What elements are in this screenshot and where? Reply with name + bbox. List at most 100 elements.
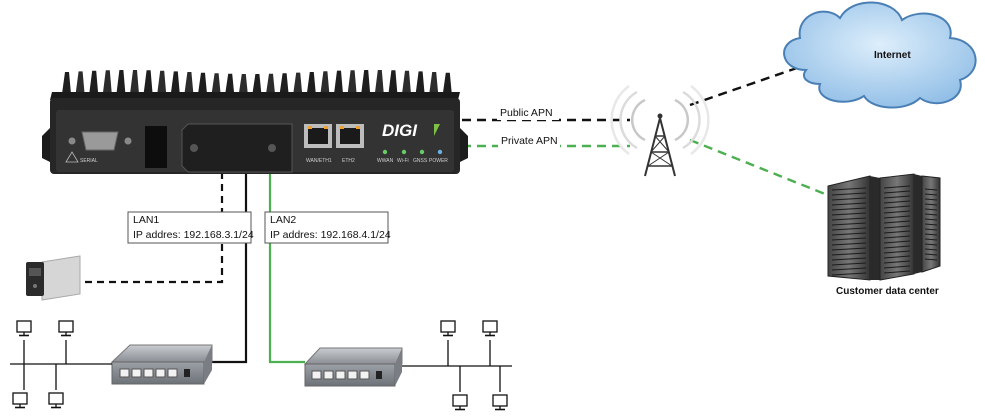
power-label: POWER [429, 158, 448, 164]
rack-slot [883, 215, 911, 219]
card-reader-icon [26, 255, 81, 301]
rack-slot [924, 253, 938, 256]
lan1-name: LAN1 [133, 214, 159, 226]
heatsink-fin [225, 73, 235, 94]
switch-port [335, 370, 346, 380]
rack-slot [831, 262, 867, 266]
lan2-switch-icon [303, 347, 403, 387]
heatsink-fin [279, 73, 289, 94]
rack-slot [831, 257, 867, 261]
rack-slot [883, 220, 911, 224]
pc-icon [16, 320, 32, 337]
eth2-port [336, 124, 364, 148]
lan2-computers [402, 340, 512, 392]
rack-slot [883, 245, 911, 249]
rack-slot [924, 248, 938, 251]
pc-icon [48, 392, 64, 409]
lan1-info-box: LAN1 IP addres: 192.168.3.1/24 [127, 211, 254, 244]
wifi-led [401, 149, 407, 155]
internet-label: Internet [874, 50, 911, 61]
rack-slot [924, 198, 938, 201]
gnss-label: GNSS [413, 158, 428, 164]
rack-slot [883, 240, 911, 244]
lan1-switch-icon [110, 344, 213, 385]
lan2-info-box: LAN2 IP addres: 192.168.4.1/24 [264, 211, 391, 244]
rack-slot [883, 185, 911, 189]
rack-slot [883, 205, 911, 209]
heatsink-fin [89, 70, 99, 94]
rack-slot [883, 235, 911, 239]
rack-slot [883, 200, 911, 204]
rack-slot [924, 188, 938, 191]
switch-port [155, 368, 166, 378]
rack-slot [883, 210, 911, 214]
public-apn-label: Public APN [500, 107, 553, 119]
rack-slot [924, 238, 938, 241]
wan-port-label: WAN/ETH1 [306, 158, 332, 164]
switch-port [167, 368, 178, 378]
heatsink-fin [238, 73, 248, 94]
heatsink-fin [374, 70, 384, 94]
wwan-label: WWAN [377, 158, 394, 164]
internet-cloud-icon: Internet [783, 1, 977, 109]
heatsink-fin [347, 70, 357, 94]
heatsink-fin [143, 70, 153, 94]
heatsink-fin [211, 73, 221, 94]
rack-slot [831, 222, 867, 226]
heatsink-fin [130, 70, 139, 94]
rack-slot [831, 247, 867, 251]
rack-slot [883, 225, 911, 229]
rack-slot [883, 255, 911, 259]
pc-icon [452, 394, 468, 411]
rack-slot [831, 212, 867, 216]
pc-icon [482, 320, 498, 337]
rack-slot [883, 260, 911, 264]
rack-slot [924, 218, 938, 221]
rack-slot [924, 243, 938, 246]
rack-slot [883, 250, 911, 254]
switch-port [347, 370, 358, 380]
wifi-label: Wi-Fi [397, 158, 409, 164]
lan1-ip: IP addres: 192.168.3.1/24 [133, 229, 254, 241]
rack-slot [883, 195, 911, 199]
heatsink-fin [293, 72, 303, 94]
heatsink-fin [102, 70, 112, 94]
switch-port [359, 370, 370, 380]
heatsink-fin [252, 73, 262, 94]
rack-slot [924, 228, 938, 231]
rack-slot [831, 207, 867, 211]
pc-icon [58, 320, 74, 337]
lan1-computers [10, 340, 112, 390]
rack-slot [831, 242, 867, 246]
heatsink-fin [402, 70, 411, 94]
heatsink-fin [184, 72, 194, 94]
lan2-switch-link [268, 172, 305, 364]
rack-slot [924, 193, 938, 196]
rack-slot [831, 192, 867, 196]
switch-port [376, 371, 382, 379]
rack-slot [831, 252, 867, 256]
rack-slot [831, 272, 867, 276]
pc-icon [12, 392, 28, 409]
rack-slot [924, 258, 938, 261]
lan2-ip: IP addres: 192.168.4.1/24 [270, 229, 391, 241]
pc-icon [440, 320, 456, 337]
rack-slot [831, 227, 867, 231]
rack-slot [924, 223, 938, 226]
heatsink-fin [320, 71, 330, 94]
pc-icon [492, 394, 508, 411]
heatsink-fin [306, 71, 316, 94]
switch-port [323, 370, 334, 380]
rack-slot [883, 270, 911, 274]
heatsink-fin [198, 72, 207, 94]
digi-logo: DIGI [382, 121, 418, 140]
heatsink-fin [429, 72, 439, 94]
heatsink-fin [170, 71, 180, 94]
heatsink-fin [442, 72, 452, 94]
lan1-switch-link [212, 172, 248, 364]
heatsink-fin [116, 70, 126, 94]
gnss-led [419, 149, 425, 155]
server-rack-icon: Customer data center [827, 173, 941, 297]
switch-port [119, 368, 130, 378]
